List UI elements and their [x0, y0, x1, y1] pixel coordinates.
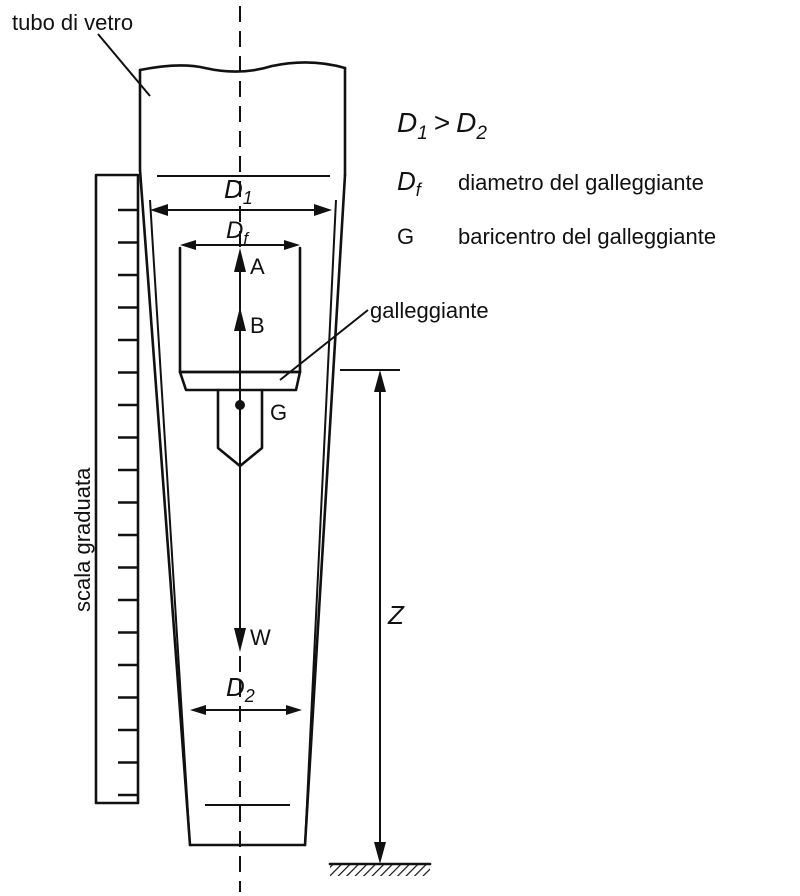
label-d1: D1 [224, 174, 253, 208]
float-collar [178, 370, 302, 392]
tube-inner-left [149, 199, 191, 846]
tube-break-line [138, 61, 347, 73]
z-arrow-up-icon [374, 370, 386, 392]
tube-wall-left [138, 168, 192, 847]
arrow-b-icon [234, 307, 246, 331]
legend-g-text: baricentro del galleggiante [458, 224, 716, 249]
label-force-b: B [250, 313, 265, 338]
arrow-a-icon [234, 248, 246, 272]
legend-df-text: diametro del galleggiante [458, 170, 704, 195]
glass-tube [138, 61, 347, 847]
label-centroid-g: G [270, 400, 287, 425]
legend: D1>D2 Df diametro del galleggiante G bar… [397, 107, 716, 249]
scale-body [94, 173, 140, 805]
z-arrow-down-icon [374, 842, 386, 864]
tube-inner-right [304, 199, 337, 846]
label-graduated-scale: scala graduata [70, 467, 95, 612]
label-d2: D2 [226, 672, 255, 706]
label-force-a: A [250, 254, 265, 279]
graduated-scale [94, 173, 140, 805]
float-leader [279, 309, 369, 381]
legend-df-symbol: Df [397, 166, 423, 200]
label-df: Df [226, 217, 250, 248]
label-float: galleggiante [370, 298, 489, 323]
label-glass-tube: tubo di vetro [12, 10, 133, 35]
df-dimension [180, 240, 300, 250]
label-height-z: Z [387, 600, 405, 630]
d2-dimension [190, 705, 302, 715]
scale-ticks [118, 208, 138, 797]
label-force-w: W [250, 625, 271, 650]
legend-g-symbol: G [397, 224, 414, 249]
tube-wall-right [303, 173, 347, 847]
arrow-w-icon [234, 628, 246, 652]
ground-hatch [330, 865, 430, 876]
legend-relation: D1>D2 [397, 107, 487, 144]
glass-tube-leader [97, 33, 151, 97]
z-dimension [328, 369, 432, 876]
d1-dimension [150, 204, 332, 216]
